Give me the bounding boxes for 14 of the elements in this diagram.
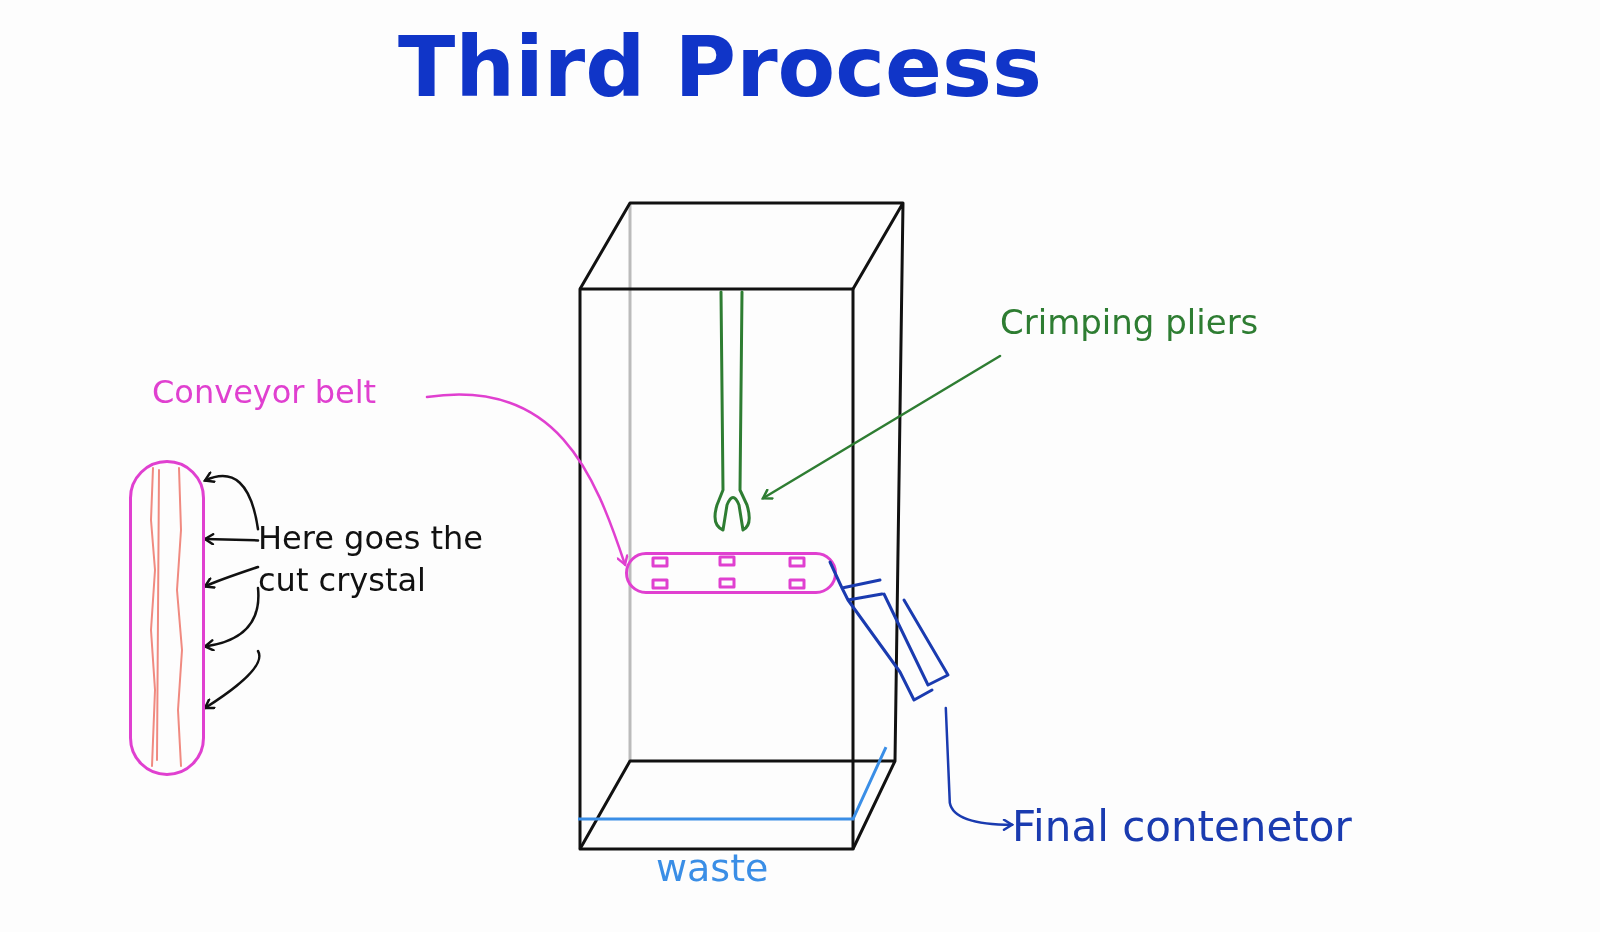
callout-text: Here goes the cut crystal bbox=[258, 518, 484, 601]
leader-arrow bbox=[944, 706, 1014, 831]
callout-text: Conveyor belt bbox=[152, 372, 378, 413]
leader-arrow bbox=[425, 393, 629, 566]
callout-text: Crimping pliers bbox=[1000, 301, 1260, 344]
callout-text: Final contenetor bbox=[1012, 801, 1353, 853]
title: Third Process bbox=[396, 18, 1044, 116]
leader-arrow bbox=[203, 532, 260, 546]
leader-arrow bbox=[203, 471, 260, 531]
leader-arrow bbox=[203, 586, 260, 652]
area-label: waste bbox=[656, 846, 769, 890]
leader-arrow bbox=[203, 565, 260, 589]
leader-arrow bbox=[203, 649, 261, 710]
leader-arrow bbox=[761, 354, 1002, 500]
